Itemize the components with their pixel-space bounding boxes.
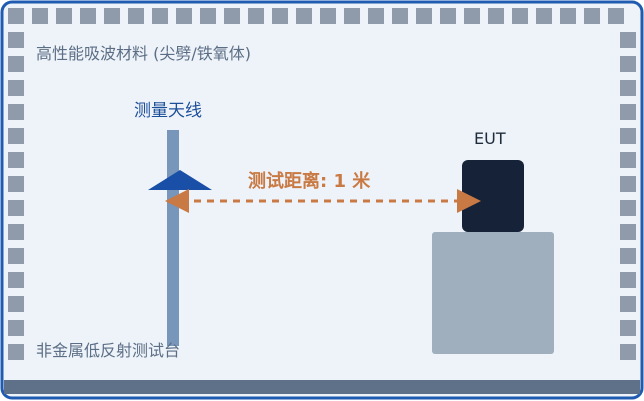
absorber-wedge (608, 8, 624, 24)
absorber-wedge (176, 8, 192, 24)
absorber-wedge (512, 8, 528, 24)
absorber-wedge (8, 32, 24, 48)
absorber-wedge (320, 8, 336, 24)
absorber-wedge (8, 248, 24, 264)
absorber-wedge (8, 128, 24, 144)
antenna-mast (167, 130, 179, 346)
absorber-wedge (224, 8, 240, 24)
antenna-head (148, 170, 212, 190)
absorber-wedge (248, 8, 264, 24)
absorber-wedge (344, 8, 360, 24)
absorber-wedge (620, 128, 636, 144)
absorber-wedge (584, 8, 600, 24)
absorber-wedge (32, 8, 48, 24)
absorber-wedge (560, 8, 576, 24)
absorber-wedge (368, 8, 384, 24)
absorber-wedge (620, 56, 636, 72)
absorber-wedge (8, 104, 24, 120)
absorber-wedge (620, 176, 636, 192)
absorber-wedge (620, 344, 636, 360)
eut-box (462, 160, 524, 232)
absorber-wedge (56, 8, 72, 24)
test-table (432, 232, 554, 354)
absorber-wedge (8, 80, 24, 96)
absorber-wedge (392, 8, 408, 24)
absorber-wedge (8, 296, 24, 312)
absorber-wedge (8, 272, 24, 288)
eut-label: EUT (474, 129, 506, 148)
distance-label: 测试距离: 1 米 (248, 171, 371, 192)
absorber-wedge (620, 200, 636, 216)
absorber-wedge (8, 8, 24, 24)
absorber-wedge (440, 8, 456, 24)
absorber-wedge (8, 176, 24, 192)
absorber-wedge (296, 8, 312, 24)
absorber-wedge (620, 152, 636, 168)
absorber-wedge (620, 248, 636, 264)
chamber-floor (4, 380, 640, 394)
absorber-wedge (200, 8, 216, 24)
absorber-wedge (128, 8, 144, 24)
absorber-wedge (464, 8, 480, 24)
absorber-wedge (8, 200, 24, 216)
absorber-wedge (620, 320, 636, 336)
absorber-wedge (80, 8, 96, 24)
absorber-wedge (488, 8, 504, 24)
absorber-wedge (8, 152, 24, 168)
absorber-wedge (152, 8, 168, 24)
antenna-label: 测量天线 (134, 101, 202, 121)
absorber-wedge (8, 344, 24, 360)
absorber-material-label: 高性能吸波材料 (尖劈/铁氧体) (36, 44, 251, 63)
absorber-wedge (620, 80, 636, 96)
absorber-wedge (8, 320, 24, 336)
absorber-wedge (8, 224, 24, 240)
absorber-wedge (620, 32, 636, 48)
absorber-wedge (620, 272, 636, 288)
absorber-wedge (536, 8, 552, 24)
absorber-wedge (104, 8, 120, 24)
absorber-wedge (620, 224, 636, 240)
absorber-wedge (620, 104, 636, 120)
absorber-wedge (8, 56, 24, 72)
absorber-wedge (416, 8, 432, 24)
absorber-wedge (620, 296, 636, 312)
absorber-wedge (272, 8, 288, 24)
test-table-label: 非金属低反射测试台 (36, 341, 181, 360)
absorber-wedges (8, 8, 636, 360)
